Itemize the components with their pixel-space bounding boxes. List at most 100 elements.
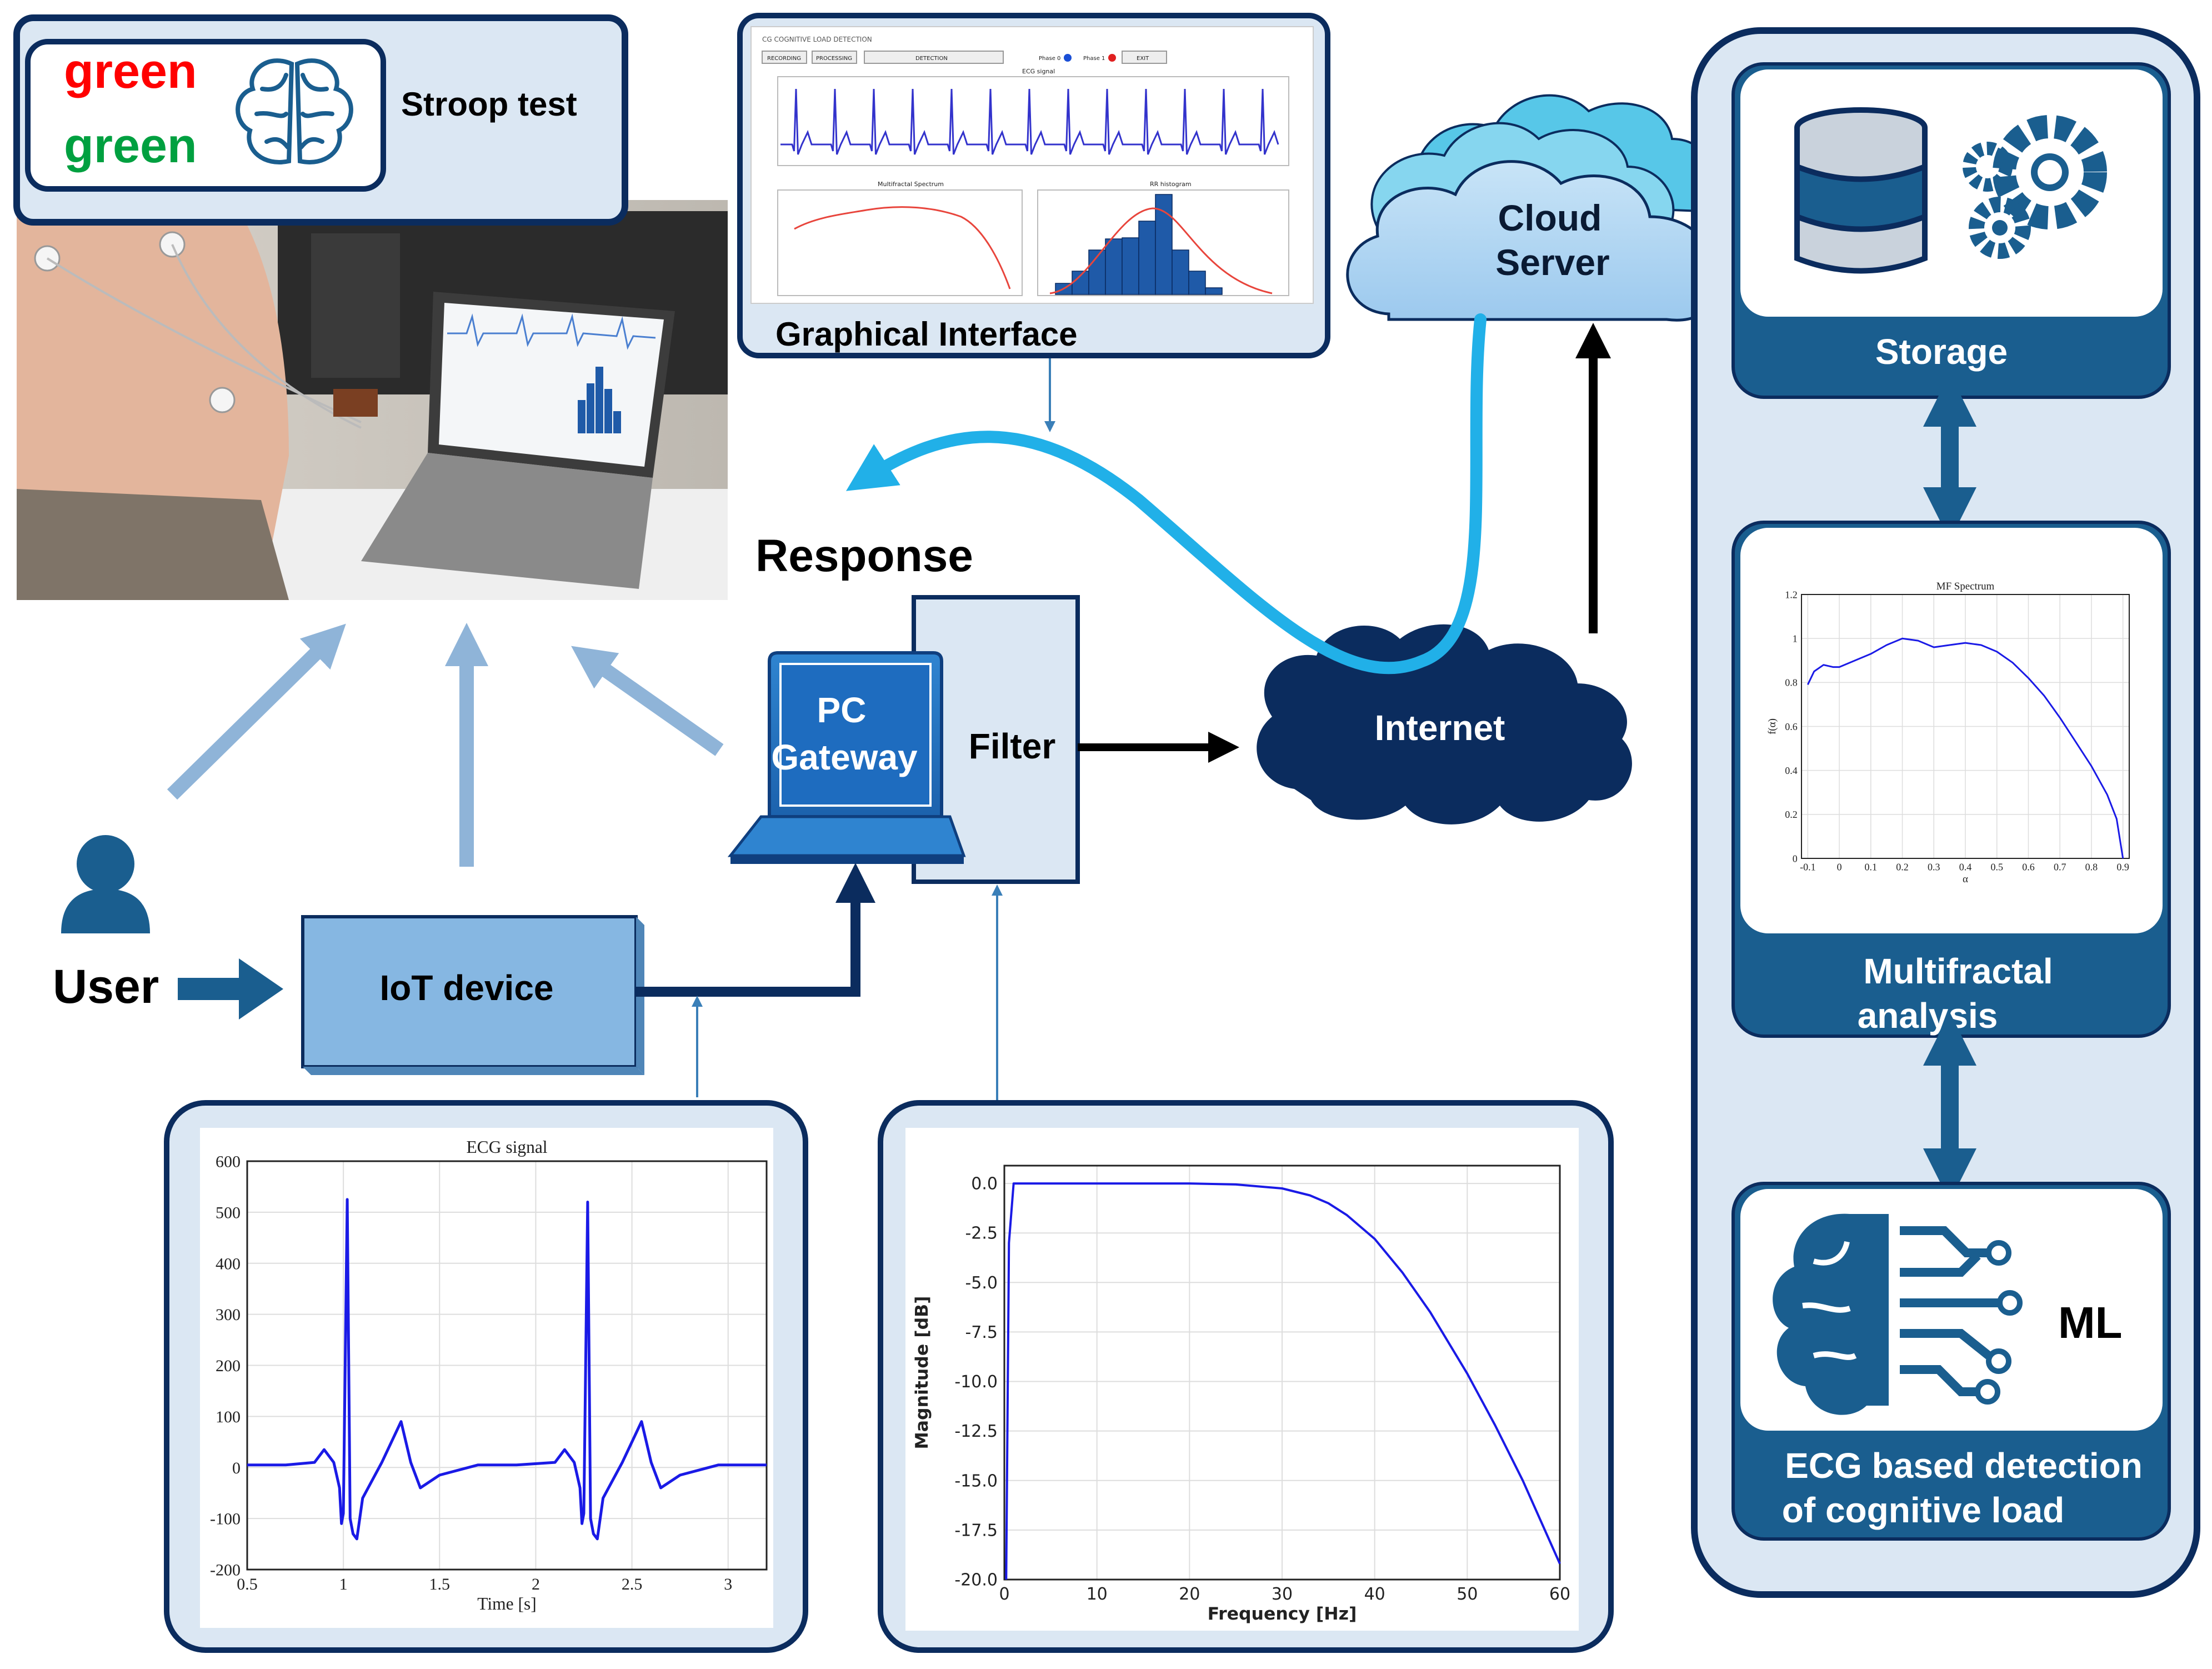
x-tick-label: 20	[1179, 1585, 1200, 1604]
user-label: User	[53, 960, 159, 1013]
gui-button-processing[interactable]	[812, 51, 857, 64]
y-tick-label: 300	[216, 1306, 241, 1324]
storage-label: Storage	[1875, 332, 2008, 372]
y-tick-label: 0.0	[971, 1175, 998, 1194]
series-line	[247, 1198, 767, 1541]
iot-label: IoT device	[380, 968, 554, 1008]
gui-label: Graphical Interface	[775, 316, 1078, 353]
x-tick-label: 0.3	[1928, 862, 1940, 873]
y-tick-label: 200	[216, 1357, 241, 1375]
x-tick-label: 0.6	[2022, 862, 2035, 873]
graphical-interface-panel: CG COGNITIVE LOAD DETECTION RECORDING PR…	[737, 13, 1330, 358]
gui-button-processing-label: PROCESSING	[816, 56, 852, 62]
y-axis-label: Magnitude [dB]	[912, 1296, 932, 1449]
ml-label: ML	[2058, 1298, 2123, 1347]
ml-caption-line2: of cognitive load	[1782, 1490, 2064, 1530]
x-tick-label: 0.2	[1896, 862, 1909, 873]
gui-rr-histogram	[1055, 194, 1223, 295]
x-axis-label: Frequency [Hz]	[1208, 1604, 1357, 1624]
y-tick-label: -200	[210, 1561, 241, 1580]
cloud-label-line1: Cloud	[1498, 197, 1602, 238]
response-arrow	[845, 313, 1487, 674]
x-tick-label: 1	[339, 1575, 348, 1593]
cloud-label-line2: Server	[1495, 242, 1610, 283]
x-tick-label: 0.9	[2116, 862, 2129, 873]
user-to-photo-arrow	[167, 623, 346, 800]
gui-status-red-dot	[1108, 54, 1116, 62]
y-tick-label: -10.0	[954, 1372, 998, 1392]
stroop-word-1: green	[64, 43, 197, 98]
photo-iot-board	[333, 389, 378, 417]
electrode-icon	[209, 387, 236, 413]
gears-icon	[1963, 115, 2107, 259]
x-tick-label: 3	[724, 1575, 732, 1593]
gui-mf-panel	[777, 189, 1023, 296]
multifractal-label-line2: analysis	[1858, 996, 1998, 1036]
chart-title: MF Spectrum	[1936, 581, 1995, 592]
y-tick-label: 500	[216, 1203, 241, 1222]
user-icon	[61, 835, 150, 933]
pc-label-line2: Gateway	[771, 737, 918, 777]
internet-label: Internet	[1375, 708, 1505, 748]
y-tick-label: 100	[216, 1408, 241, 1426]
x-axis-label: α	[1963, 873, 1968, 885]
gui-mf-title: Multifractal Spectrum	[878, 181, 944, 188]
multifractal-label-line1: Multifractal	[1863, 951, 2053, 991]
y-tick-label: -2.5	[965, 1224, 998, 1243]
x-tick-label: 60	[1549, 1585, 1570, 1604]
gui-button-recording[interactable]	[762, 51, 807, 64]
x-tick-label: 40	[1364, 1585, 1385, 1604]
y-tick-label: -100	[210, 1510, 241, 1528]
chart-title: ECG signal	[466, 1137, 547, 1157]
storage-card: Storage	[1731, 62, 2171, 399]
gui-button-detection[interactable]	[864, 51, 1004, 64]
gui-rr-fit	[1049, 207, 1273, 294]
x-tick-label: 0	[999, 1585, 1009, 1604]
x-tick-label: 10	[1087, 1585, 1108, 1604]
x-tick-label: 0.5	[1990, 862, 2003, 873]
x-tick-label: 0.7	[2054, 862, 2066, 873]
x-tick-label: -0.1	[1800, 862, 1816, 873]
user-to-iot-arrow	[178, 958, 283, 1020]
x-tick-label: 0.8	[2085, 862, 2098, 873]
x-tick-label: 30	[1272, 1585, 1293, 1604]
x-axis-label: Time [s]	[477, 1594, 536, 1613]
y-tick-label: 0	[1793, 853, 1798, 864]
ml-caption-line1: ECG based detection	[1785, 1446, 2143, 1486]
internet-cloud: Internet	[1257, 624, 1632, 824]
y-tick-label: 0.8	[1785, 677, 1798, 688]
stroop-word-2: green	[64, 118, 197, 173]
y-tick-label: 400	[216, 1255, 241, 1273]
gui-mf-curve	[794, 206, 1011, 289]
y-tick-label: -12.5	[954, 1422, 998, 1441]
stroop-label: Stroop test	[401, 86, 577, 123]
gui-button-detection-label: DETECTION	[915, 56, 948, 62]
gui-rr-title: RR histogram	[1150, 181, 1192, 188]
y-tick-label: -5.0	[965, 1273, 998, 1293]
response-label: Response	[755, 531, 973, 581]
gui-status-phase1: Phase 1	[1083, 56, 1105, 62]
brain-icon	[236, 58, 353, 164]
gui-button-exit[interactable]	[1122, 51, 1167, 64]
series-line	[1806, 637, 2124, 859]
series-line	[1005, 1182, 1561, 1580]
brain-circuit-icon	[1773, 1213, 2023, 1415]
x-tick-label: 0	[1837, 862, 1842, 873]
x-tick-label: 2.5	[622, 1575, 643, 1593]
gui-button-exit-label: EXIT	[1137, 56, 1149, 62]
y-tick-label: 600	[216, 1153, 241, 1171]
x-tick-label: 0.5	[237, 1575, 258, 1593]
y-tick-label: 1	[1793, 633, 1798, 644]
y-tick-label: 0.2	[1785, 809, 1798, 820]
x-tick-label: 0.4	[1959, 862, 1972, 873]
ml-card: ML ECG based detection of cognitive load	[1731, 1182, 2171, 1541]
iot-device-box: IoT device	[301, 915, 644, 1075]
gui-status-blue-dot	[1064, 54, 1072, 62]
filter-label: Filter	[969, 726, 1055, 766]
x-tick-label: 50	[1457, 1585, 1478, 1604]
y-tick-label: 1.2	[1785, 589, 1798, 600]
